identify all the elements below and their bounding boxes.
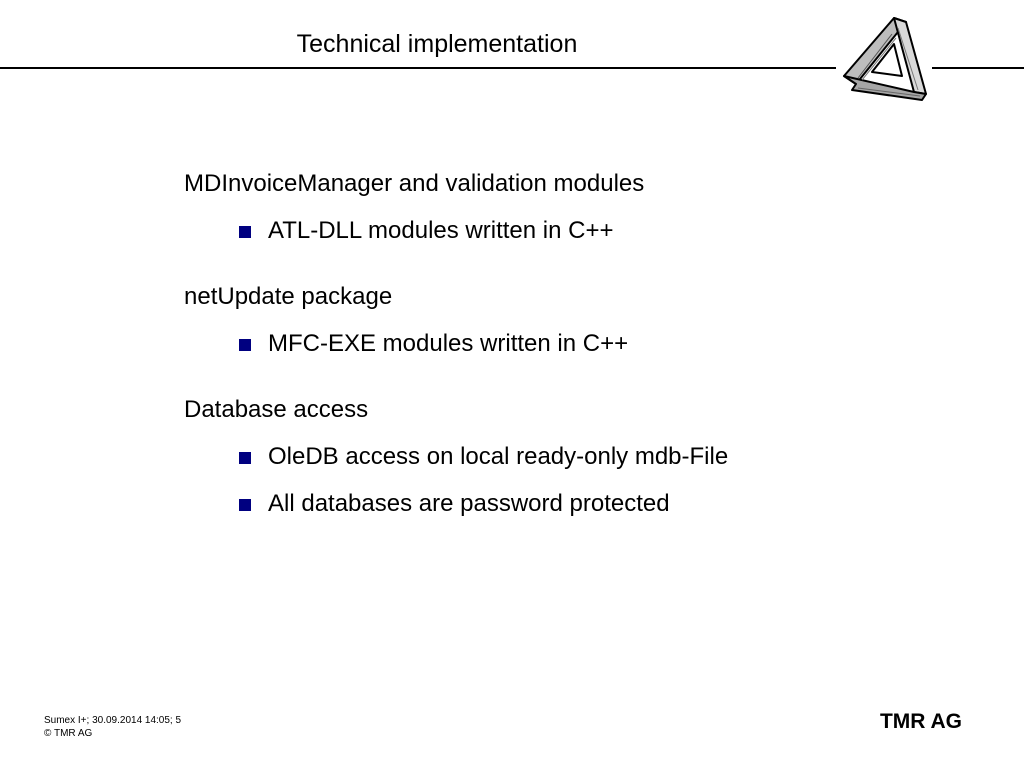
slide-content: MDInvoiceManager and validation modules …: [184, 168, 984, 554]
footer-brand: TMR AG: [879, 710, 962, 733]
footer-info: Sumex I+; 30.09.2014 14:05; 5 © TMR AG: [44, 714, 181, 740]
section-invoice-manager: MDInvoiceManager and validation modules …: [184, 168, 984, 247]
header-divider-left: [0, 67, 836, 69]
section-heading: Database access: [184, 396, 369, 423]
list-item: ATL-DLL modules written in C++: [184, 215, 984, 247]
slide-title: Technical implementation: [296, 30, 578, 58]
square-bullet-icon: [239, 499, 251, 511]
footer-copyright: © TMR AG: [44, 728, 93, 739]
section-heading: netUpdate package: [184, 283, 393, 310]
section-netupdate: netUpdate package MFC-EXE modules writte…: [184, 281, 984, 360]
header-divider-right: [932, 67, 1024, 69]
impossible-triangle-logo-icon: [843, 17, 927, 101]
square-bullet-icon: [239, 339, 251, 351]
footer-info-line: Sumex I+; 30.09.2014 14:05; 5: [44, 715, 182, 726]
bullet-text: MFC-EXE modules written in C++: [268, 330, 629, 357]
bullet-text: All databases are password protected: [268, 490, 670, 517]
square-bullet-icon: [239, 452, 251, 464]
bullet-text: OleDB access on local ready-only mdb-Fil…: [268, 443, 729, 470]
list-item: OleDB access on local ready-only mdb-Fil…: [184, 441, 984, 473]
bullet-list: OleDB access on local ready-only mdb-Fil…: [184, 441, 984, 520]
bullet-text: ATL-DLL modules written in C++: [268, 217, 614, 244]
list-item: MFC-EXE modules written in C++: [184, 328, 984, 360]
square-bullet-icon: [239, 226, 251, 238]
list-item: All databases are password protected: [184, 488, 984, 520]
bullet-list: ATL-DLL modules written in C++: [184, 215, 984, 247]
bullet-list: MFC-EXE modules written in C++: [184, 328, 984, 360]
section-database-access: Database access OleDB access on local re…: [184, 394, 984, 520]
section-heading: MDInvoiceManager and validation modules: [184, 170, 645, 197]
